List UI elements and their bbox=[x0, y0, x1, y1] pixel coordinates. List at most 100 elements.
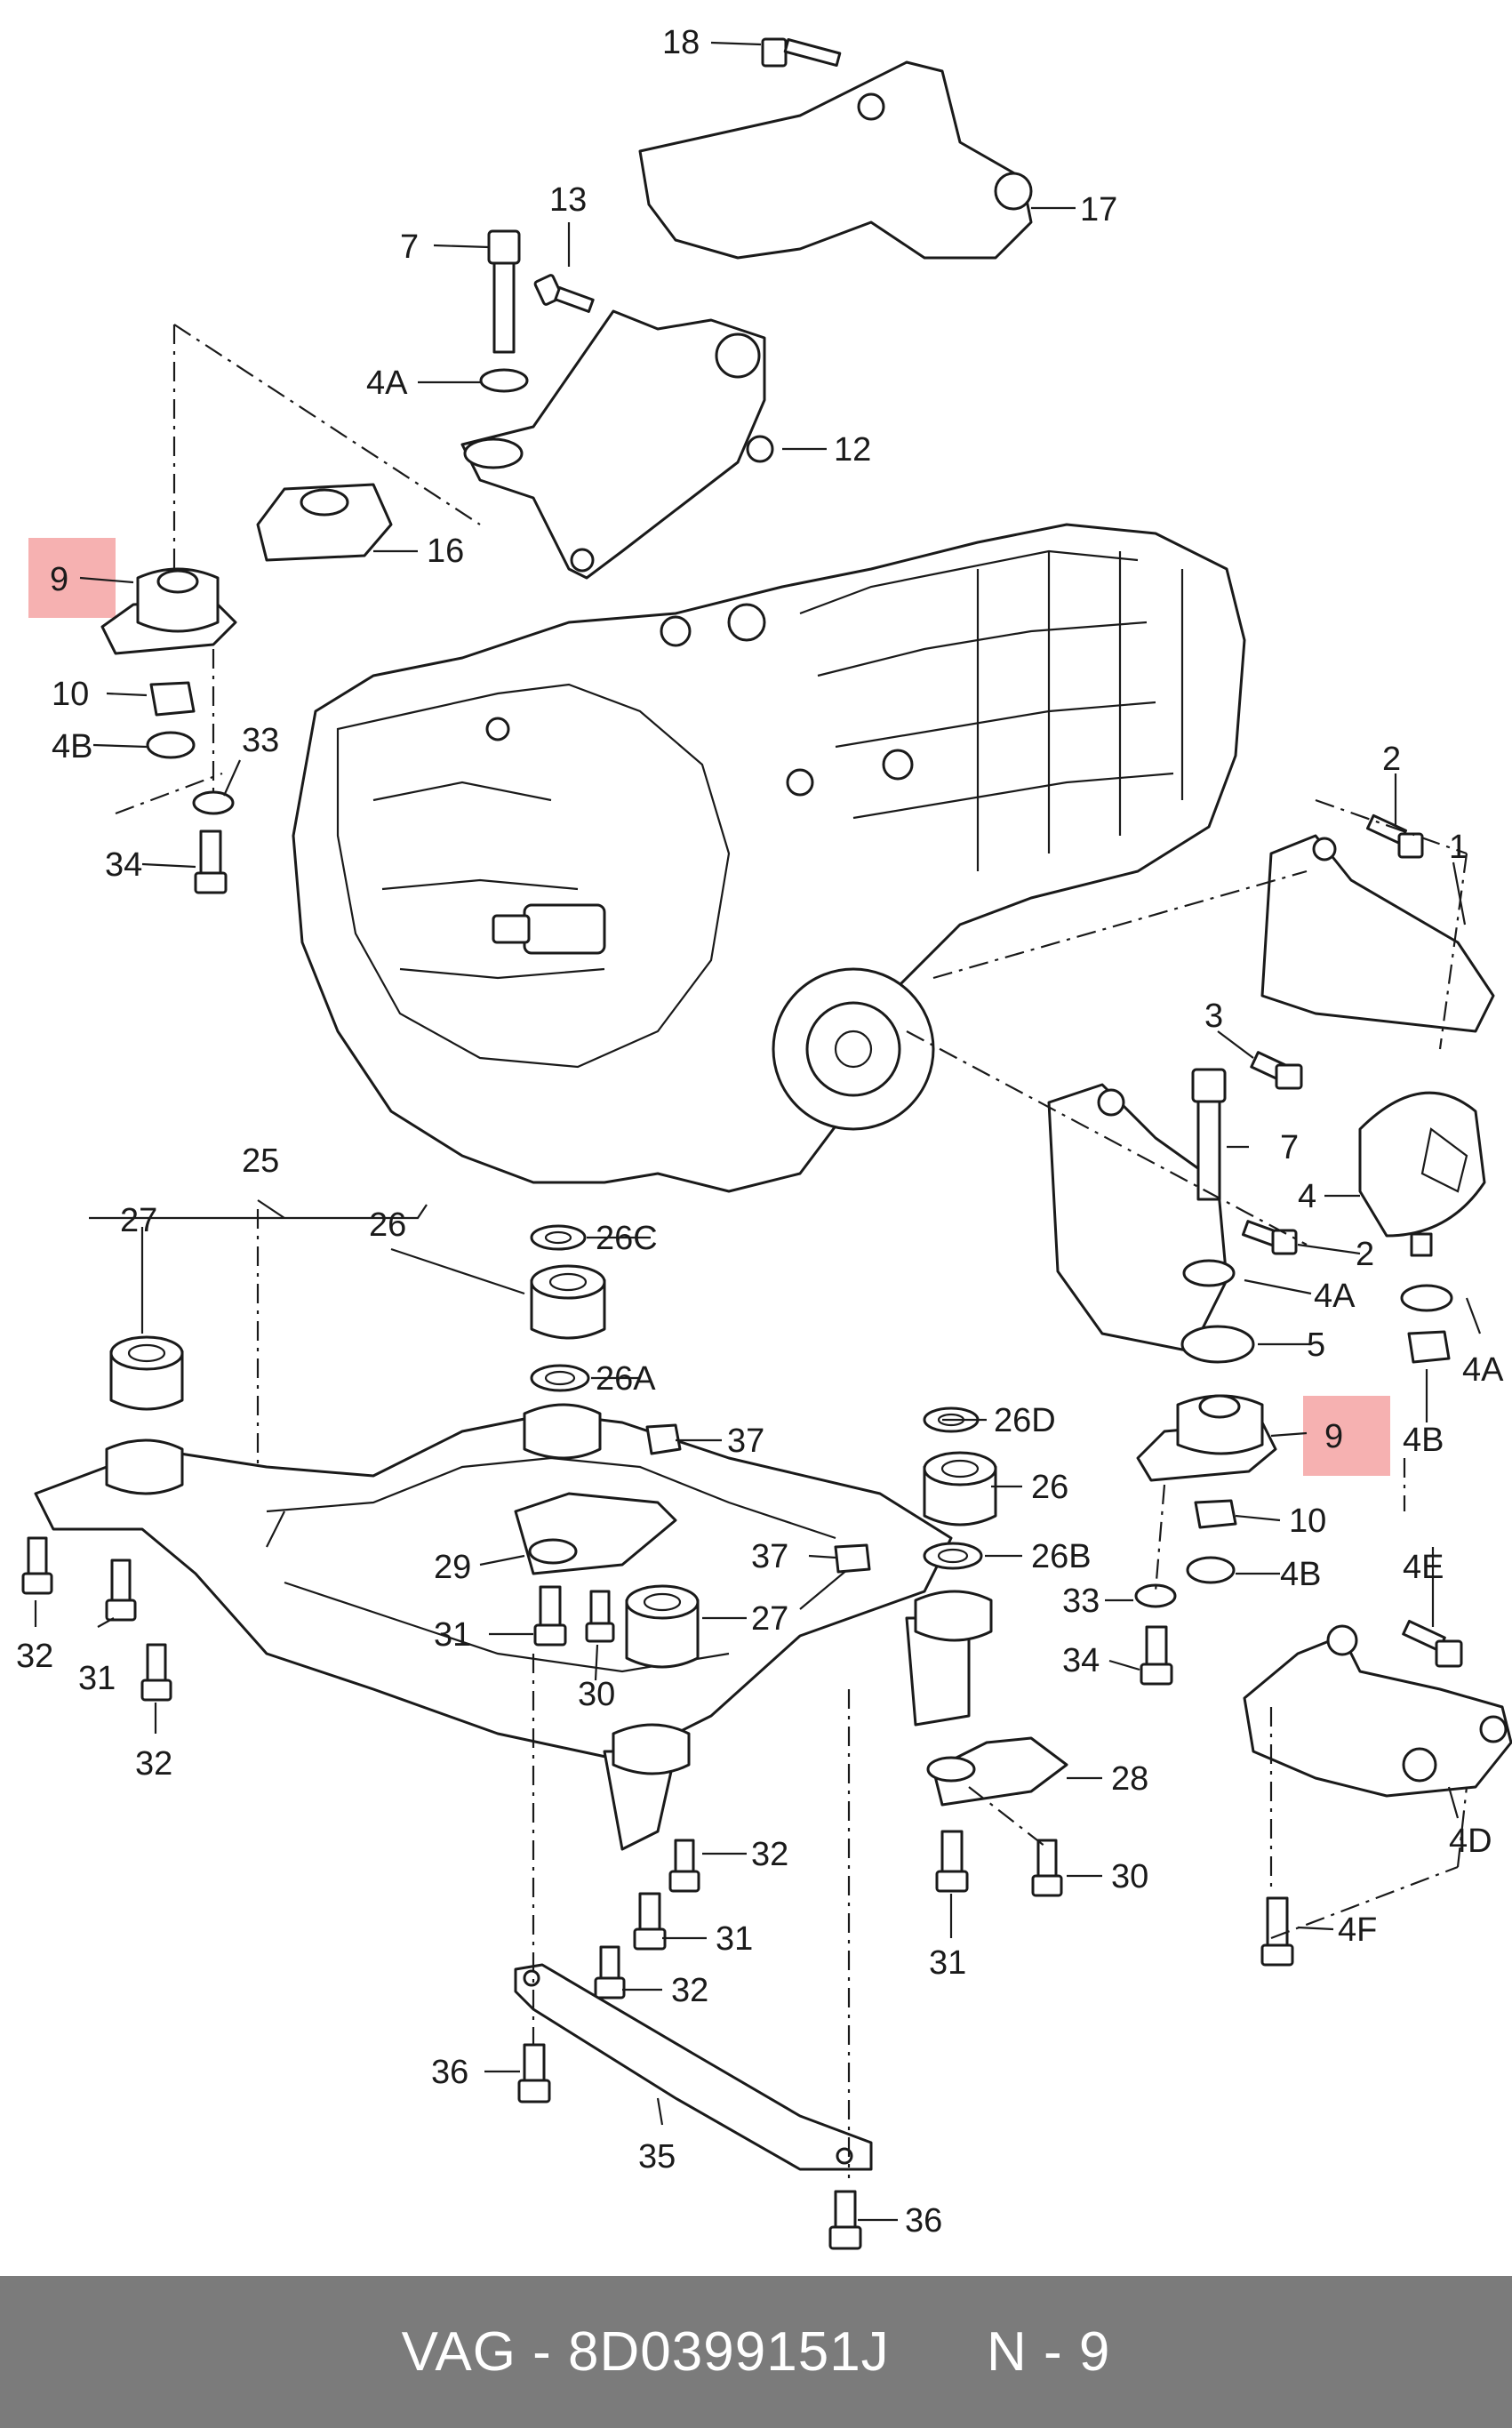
transmission-housing bbox=[292, 523, 1246, 1193]
callout-10-left: 10 bbox=[52, 676, 89, 713]
callout-26-right: 26 bbox=[1031, 1469, 1068, 1506]
callout-33-right: 33 bbox=[1062, 1583, 1100, 1620]
callout-4b-far: 4B bbox=[1403, 1422, 1444, 1459]
bolt-7-lower bbox=[1191, 1068, 1227, 1201]
bolt-31-right bbox=[935, 1830, 969, 1893]
mount-9-left bbox=[100, 567, 237, 655]
callout-9-right: 9 bbox=[1324, 1418, 1343, 1455]
callout-31-center: 31 bbox=[434, 1616, 471, 1654]
footer-text: VAG - 8D0399151J N - 9 bbox=[401, 2321, 1111, 2383]
callout-4a-upper: 4A bbox=[366, 365, 408, 402]
callout-32-left: 32 bbox=[135, 1745, 172, 1783]
bolt-32-far-left bbox=[21, 1536, 53, 1595]
spacer-5 bbox=[1180, 1325, 1255, 1364]
callout-4a-far: 4A bbox=[1462, 1351, 1504, 1389]
callout-26-left: 26 bbox=[369, 1206, 406, 1244]
bracket-28 bbox=[926, 1736, 1068, 1807]
callout-3: 3 bbox=[1204, 998, 1223, 1035]
washer-33-left bbox=[192, 790, 235, 815]
callout-2-upper: 2 bbox=[1382, 741, 1401, 778]
bolt-7-upper bbox=[479, 229, 529, 393]
callout-12: 12 bbox=[834, 431, 871, 469]
ring-26a bbox=[530, 1364, 590, 1392]
part-info-footer: VAG - 8D0399151J N - 9 bbox=[0, 2276, 1512, 2428]
alignment-lines bbox=[115, 324, 1468, 2178]
washer-4b-left bbox=[146, 731, 196, 759]
bushing-26-right bbox=[923, 1451, 997, 1527]
callout-28: 28 bbox=[1111, 1760, 1148, 1798]
bracket-29 bbox=[514, 1492, 677, 1575]
washer-33-right bbox=[1134, 1583, 1177, 1608]
callout-26a: 26A bbox=[596, 1360, 656, 1398]
part-number: 8D0399151J bbox=[568, 2321, 890, 2383]
callout-4b-right: 4B bbox=[1280, 1556, 1321, 1593]
callout-31-right: 31 bbox=[929, 1944, 966, 1982]
bushing-27-seat-center bbox=[612, 1723, 691, 1775]
callout-34-right: 34 bbox=[1062, 1642, 1100, 1679]
highlight-9-right bbox=[1303, 1396, 1390, 1476]
bolt-3 bbox=[1250, 1051, 1303, 1090]
nut-37-lower bbox=[834, 1543, 871, 1574]
washer-4a-far bbox=[1400, 1284, 1453, 1312]
callout-31-lower: 31 bbox=[716, 1920, 753, 1958]
callout-4f: 4F bbox=[1338, 1911, 1377, 1949]
callout-26c: 26C bbox=[596, 1220, 658, 1257]
bolt-31-left bbox=[105, 1559, 137, 1622]
bolt-36-left bbox=[517, 2043, 551, 2103]
ring-26c bbox=[530, 1224, 587, 1251]
callout-30-right: 30 bbox=[1111, 1858, 1148, 1895]
callout-31-left: 31 bbox=[78, 1660, 116, 1697]
bolt-32-lower-b bbox=[594, 1945, 626, 1999]
bolt-4e bbox=[1402, 1619, 1463, 1668]
washer-4b-right bbox=[1186, 1556, 1236, 1584]
callout-4a-right: 4A bbox=[1314, 1278, 1356, 1315]
mount-4 bbox=[1358, 1091, 1486, 1257]
callout-34-left: 34 bbox=[105, 846, 142, 884]
callout-37-upper: 37 bbox=[727, 1422, 764, 1460]
mount-9-right bbox=[1136, 1394, 1277, 1482]
bracket-12 bbox=[460, 309, 774, 580]
mount-pad-16 bbox=[256, 483, 393, 562]
callout-26b: 26B bbox=[1031, 1538, 1092, 1575]
highlight-9-left bbox=[28, 538, 116, 618]
callout-32-lower-b: 32 bbox=[671, 1972, 708, 2009]
exploded-parts-diagram: 18 17 13 7 4A 12 16 9 10 4B 33 34 2 1 3 … bbox=[16, 24, 1512, 2250]
brace-35 bbox=[514, 1963, 873, 2171]
bushing-26-seat-right bbox=[914, 1590, 993, 1642]
callout-4b-left: 4B bbox=[52, 728, 92, 765]
bracket-1 bbox=[1260, 834, 1495, 1033]
brand-name: VAG bbox=[401, 2321, 516, 2383]
bolt-13 bbox=[533, 274, 595, 313]
bushing-26-seat bbox=[523, 1403, 602, 1460]
callout-37-lower: 37 bbox=[751, 1538, 788, 1575]
callout-4e: 4E bbox=[1403, 1549, 1444, 1586]
callout-7-upper: 7 bbox=[400, 228, 419, 266]
callout-4: 4 bbox=[1298, 1178, 1316, 1215]
callout-25: 25 bbox=[242, 1142, 279, 1180]
callout-26d: 26D bbox=[994, 1402, 1056, 1439]
washer-4a-right bbox=[1182, 1259, 1236, 1287]
bolt-30-right bbox=[1031, 1839, 1063, 1897]
callout-27-left: 27 bbox=[120, 1202, 157, 1239]
callout-labels: 18 17 13 7 4A 12 16 9 10 4B 33 34 2 1 3 … bbox=[16, 24, 1504, 2240]
callout-5: 5 bbox=[1307, 1326, 1325, 1364]
bolt-34-left bbox=[194, 829, 228, 894]
callout-33-left: 33 bbox=[242, 722, 279, 759]
bolt-36-right bbox=[828, 2190, 862, 2250]
callout-27-center: 27 bbox=[751, 1600, 788, 1638]
bracket-17 bbox=[638, 60, 1033, 260]
bolt-18 bbox=[761, 37, 842, 68]
callout-9-left: 9 bbox=[50, 561, 68, 598]
callout-36-left: 36 bbox=[431, 2054, 468, 2091]
callout-36-right: 36 bbox=[905, 2202, 942, 2240]
callout-35: 35 bbox=[638, 2138, 676, 2176]
bolt-31-center bbox=[533, 1585, 567, 1647]
bolt-2-lower bbox=[1241, 1220, 1298, 1255]
bolt-34-right bbox=[1140, 1625, 1173, 1686]
callout-29: 29 bbox=[434, 1549, 471, 1586]
bushing-27-seat-left bbox=[105, 1438, 184, 1495]
bracket-4d bbox=[1243, 1624, 1512, 1798]
callout-7-lower: 7 bbox=[1280, 1129, 1299, 1166]
nut-10-left bbox=[149, 681, 196, 717]
bushing-27-left bbox=[109, 1335, 184, 1411]
